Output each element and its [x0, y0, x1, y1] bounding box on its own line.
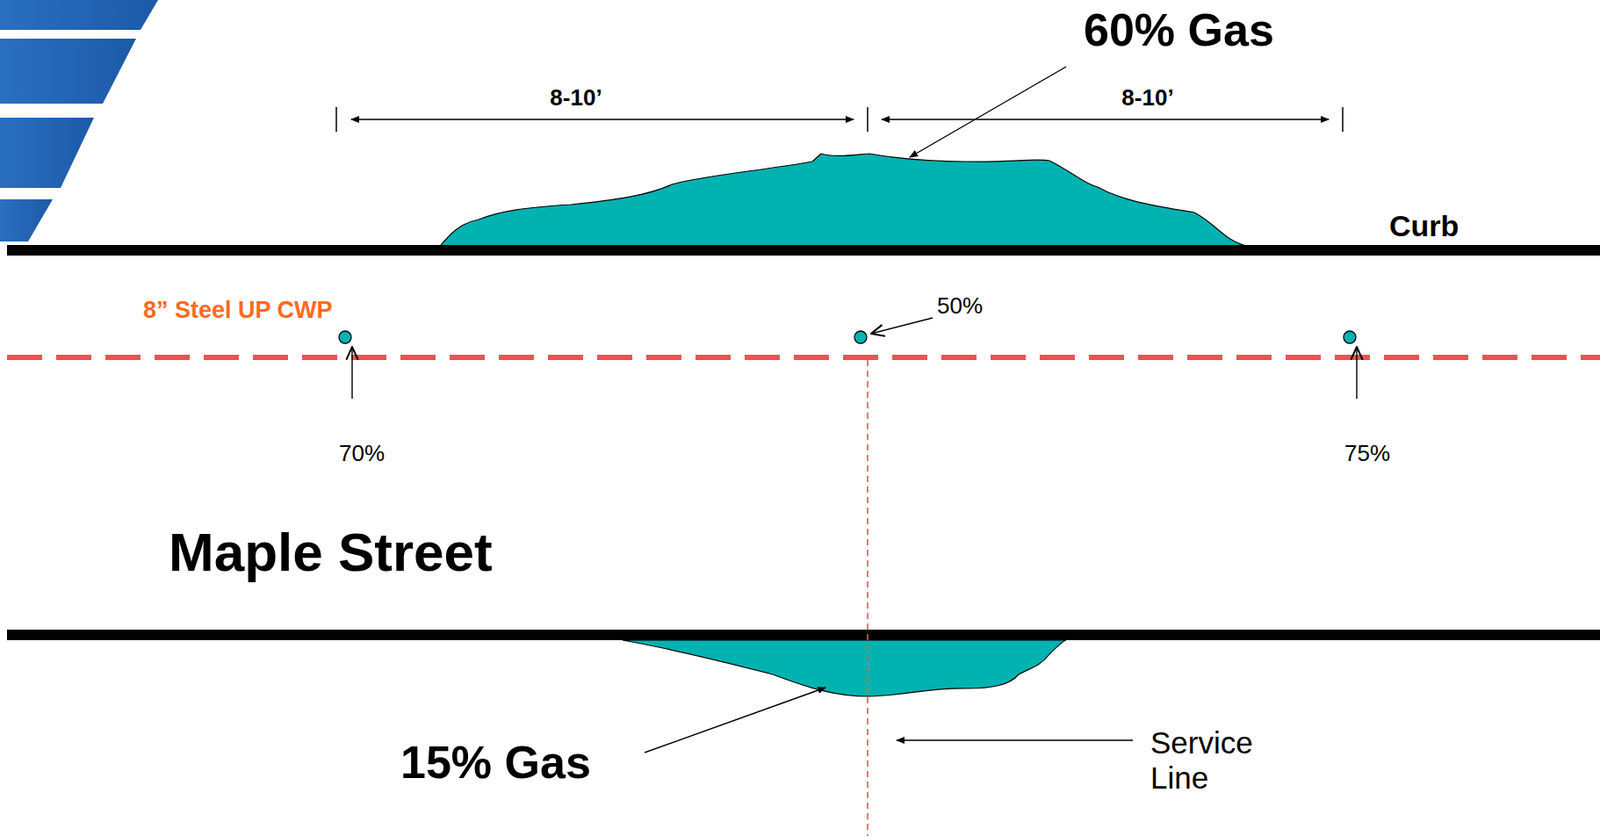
- reading-label: 75%: [1344, 440, 1391, 468]
- dimension-label: 8-10’: [549, 85, 602, 112]
- street-name: Maple Street: [168, 520, 493, 584]
- gas-main-line: [7, 354, 1600, 361]
- gas-reading: 60% Gas: [1083, 4, 1275, 58]
- logo-bars: [0, 0, 159, 242]
- service-line-label: Service Line: [1150, 725, 1283, 797]
- service-line: [866, 360, 869, 836]
- upper-curb: [7, 245, 1600, 256]
- gas-plume-lower: [622, 640, 1067, 697]
- test-holes: [338, 331, 1356, 344]
- gas-plume-upper: [436, 153, 1261, 251]
- main-label: 8” Steel UP CWP: [143, 296, 333, 325]
- dimension-lines: [336, 107, 1343, 132]
- lower-curb: [7, 629, 1600, 641]
- reading-label: 70%: [338, 440, 385, 468]
- curb-label: Curb: [1389, 209, 1459, 244]
- dimension-label: 8-10’: [1121, 85, 1174, 112]
- reading-label: 50%: [936, 293, 983, 320]
- gas-reading: 15% Gas: [400, 736, 591, 790]
- leader-lines: [352, 66, 1357, 753]
